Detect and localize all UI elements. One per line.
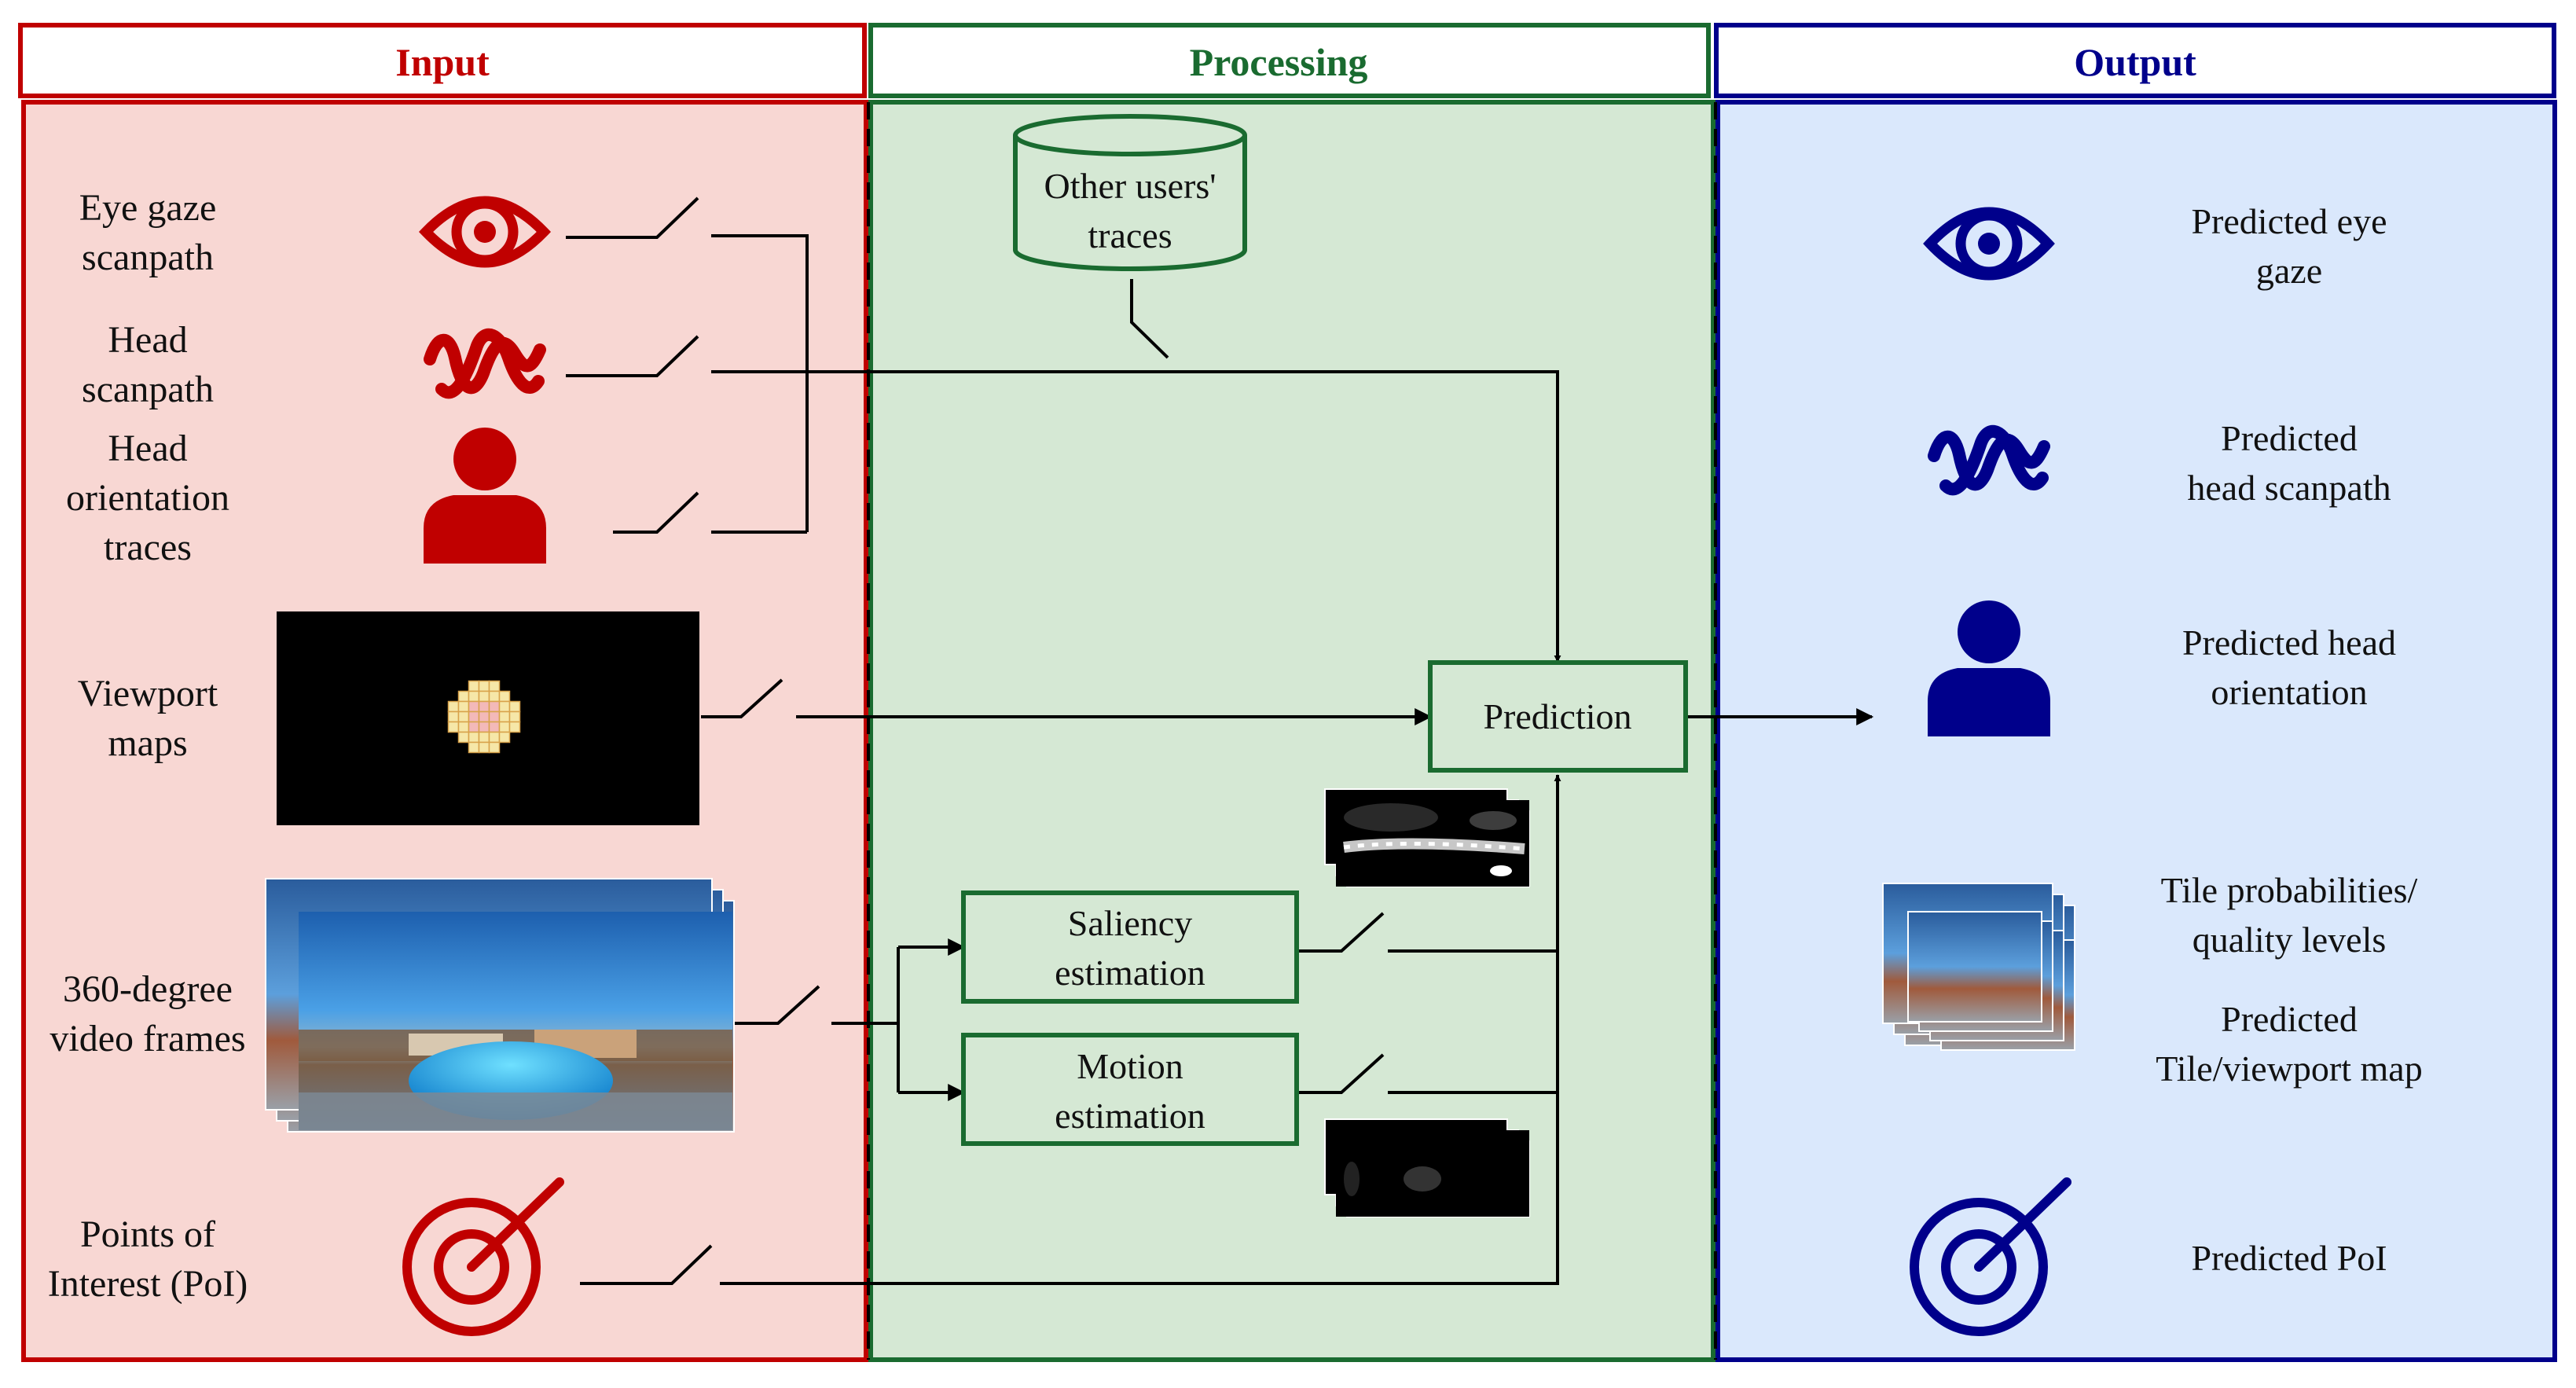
video-frames-image: [265, 878, 735, 1133]
input-head-scanpath-label: Head scanpath: [82, 319, 214, 410]
database-cylinder: Other users' traces: [1013, 114, 1247, 271]
svg-text:Predicted PoI: Predicted PoI: [2191, 1238, 2387, 1278]
svg-text:Predicted: Predicted: [2221, 418, 2358, 458]
input-eye-gaze-label: Eye gaze scanpath: [79, 187, 217, 278]
prediction-box: Prediction: [1428, 660, 1688, 773]
person-icon: [424, 428, 546, 564]
input-wiring: [566, 196, 1874, 1285]
svg-text:Saliency: Saliency: [1068, 903, 1192, 943]
output-panel: [1715, 100, 2557, 1362]
svg-text:Motion: Motion: [1077, 1046, 1183, 1086]
output-header: Output: [1714, 23, 2556, 98]
input-video-frames-label: 360-degree video frames: [50, 968, 245, 1059]
saliency-estimation-box: Saliency estimation: [961, 890, 1299, 1004]
viewport-map-image: [277, 611, 699, 825]
svg-text:orientation: orientation: [2211, 672, 2367, 712]
motion-map-image: [1324, 1118, 1530, 1217]
svg-text:gaze: gaze: [2256, 251, 2322, 291]
svg-text:traces: traces: [104, 527, 192, 568]
svg-text:Predicted head: Predicted head: [2182, 622, 2396, 663]
svg-text:maps: maps: [108, 722, 187, 764]
processing-header: Processing: [868, 23, 1711, 98]
svg-text:Predicted: Predicted: [2221, 999, 2358, 1039]
eye-icon: [418, 196, 552, 268]
output-title: Output: [2074, 40, 2196, 84]
output-eye-gaze-label: Predicted eye gaze: [2191, 201, 2387, 291]
svg-text:Tile/viewport map: Tile/viewport map: [2156, 1048, 2422, 1089]
svg-text:scanpath: scanpath: [82, 369, 214, 410]
input-header: Input: [18, 23, 867, 98]
svg-text:estimation: estimation: [1055, 1096, 1205, 1136]
svg-text:360-degree: 360-degree: [63, 968, 233, 1010]
target-icon: [402, 1177, 564, 1336]
input-head-orientation-label: Head orientation traces: [66, 428, 229, 568]
output-tiles-label: Tile probabilities/ quality levels Predi…: [2156, 870, 2422, 1089]
svg-text:quality levels: quality levels: [2193, 920, 2387, 960]
svg-text:traces: traces: [1088, 215, 1172, 255]
processing-title: Processing: [1190, 40, 1368, 84]
output-head-orientation-label: Predicted head orientation: [2182, 622, 2396, 712]
svg-text:Tile probabilities/: Tile probabilities/: [2161, 870, 2418, 910]
svg-text:video frames: video frames: [50, 1018, 245, 1059]
input-title: Input: [395, 40, 490, 84]
tile-stack-image: [1882, 883, 2075, 1051]
output-person-icon: [1928, 600, 2050, 736]
svg-text:Interest (PoI): Interest (PoI): [48, 1263, 248, 1305]
svg-text:head scanpath: head scanpath: [2187, 468, 2391, 508]
svg-text:Predicted eye: Predicted eye: [2191, 201, 2387, 241]
saliency-map-image: [1324, 788, 1530, 887]
svg-text:Other users': Other users': [1044, 166, 1216, 206]
output-eye-icon: [1923, 207, 2055, 281]
output-target-icon: [1910, 1177, 2071, 1336]
svg-text:scanpath: scanpath: [82, 237, 214, 278]
input-poi-label: Points of Interest (PoI): [48, 1214, 248, 1305]
output-wave-icon: [1928, 425, 2050, 496]
output-poi-label: Predicted PoI: [2191, 1238, 2387, 1278]
svg-text:orientation: orientation: [66, 477, 229, 519]
svg-text:estimation: estimation: [1055, 953, 1205, 993]
wave-icon: [424, 329, 546, 399]
output-head-scanpath-label: Predicted head scanpath: [2187, 418, 2391, 508]
prediction-label: Prediction: [1483, 696, 1631, 736]
svg-text:Eye gaze: Eye gaze: [79, 187, 217, 229]
svg-text:Head: Head: [108, 319, 187, 361]
motion-estimation-box: Motion estimation: [961, 1033, 1299, 1146]
svg-text:Viewport: Viewport: [78, 673, 218, 714]
input-viewport-maps-label: Viewport maps: [78, 673, 218, 764]
svg-text:Points of: Points of: [80, 1214, 215, 1255]
svg-text:Head: Head: [108, 428, 187, 469]
